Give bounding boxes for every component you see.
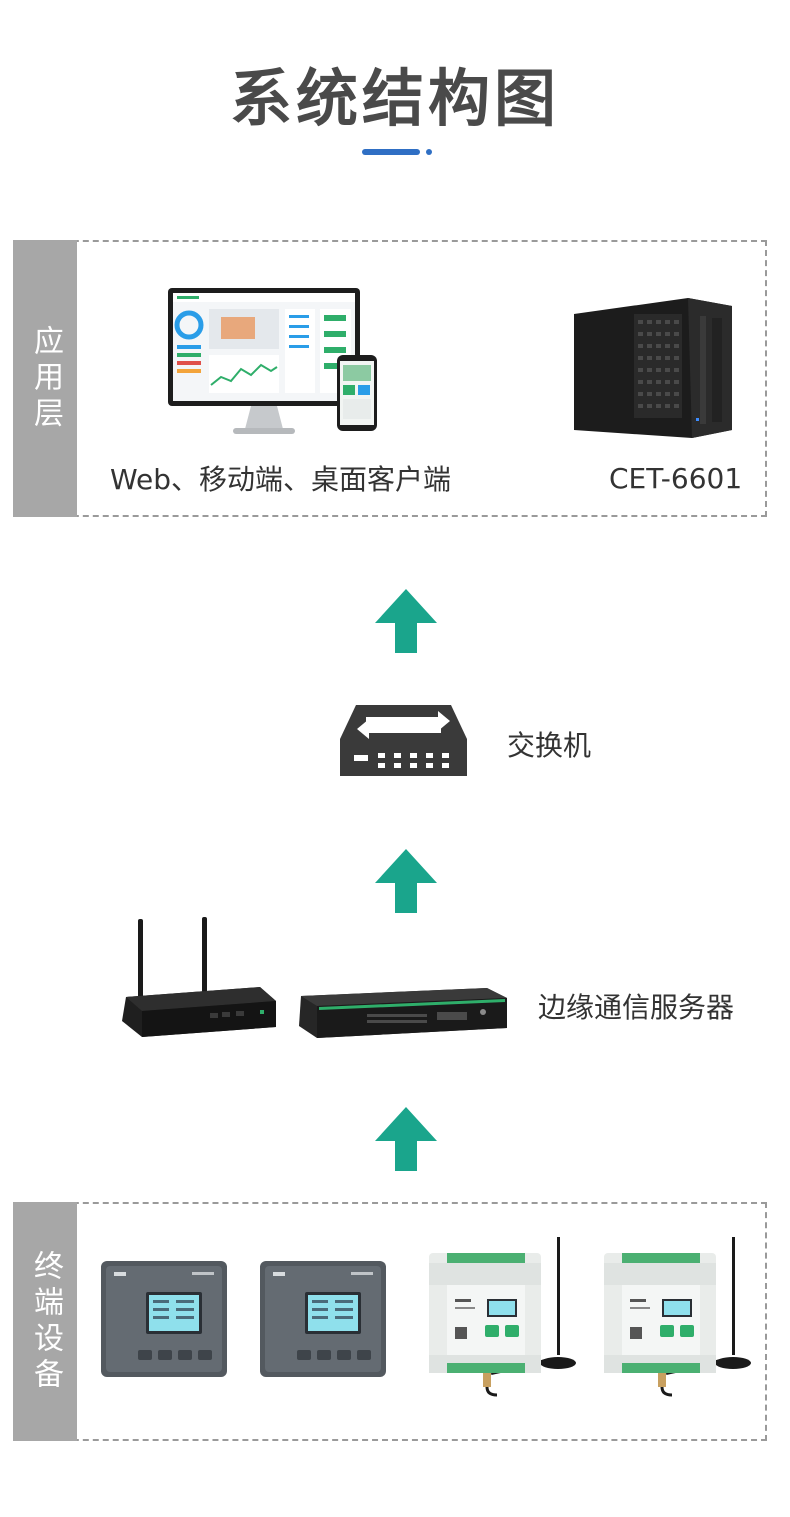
switch-label: 交换机 <box>507 729 592 762</box>
application-layer-label: 应用层 <box>13 240 77 517</box>
server-tower-icon <box>574 298 732 438</box>
din-rail-meter-icon <box>604 1237 751 1397</box>
page-title: 系统结构图 <box>229 62 560 135</box>
up-arrow-icon <box>375 849 437 913</box>
panel-meter-icon <box>101 1261 227 1377</box>
title-underline <box>362 149 420 155</box>
terminal-layer-label: 终端设备 <box>13 1202 77 1441</box>
panel-meter-icon <box>260 1261 386 1377</box>
up-arrow-icon <box>375 589 437 653</box>
server-model-caption: CET-6601 <box>609 462 743 495</box>
title-dot <box>426 149 432 155</box>
app-clients-caption: Web、移动端、桌面客户端 <box>110 463 452 496</box>
up-arrow-icon <box>375 1107 437 1171</box>
network-switch-icon <box>340 705 467 776</box>
monitor-phone-icon <box>168 288 377 434</box>
edge-server-label: 边缘通信服务器 <box>538 991 735 1024</box>
edge-gateway-icon <box>122 917 276 1037</box>
din-rail-meter-icon <box>429 1237 576 1397</box>
rack-server-icon <box>299 988 507 1038</box>
